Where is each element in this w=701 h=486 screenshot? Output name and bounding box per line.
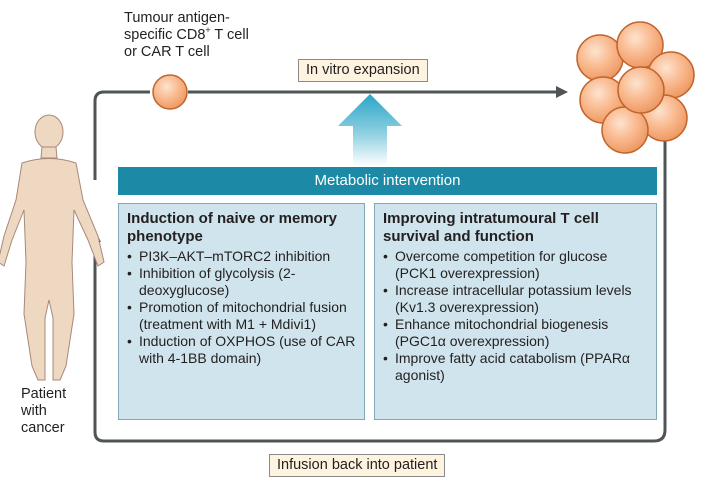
feedback-loop-line (93, 90, 667, 443)
t-cell-label-suffix: T cell (210, 27, 249, 43)
list-item: Overcome competition for glucose (PCK1 o… (383, 248, 648, 282)
list-item: Increase intracellular potassium levels … (383, 282, 648, 316)
intratumoural-survival-panel: Improving intratumoural T cell survival … (374, 203, 657, 420)
expanded-t-cell (601, 106, 649, 154)
expanded-t-cell (576, 34, 624, 82)
intervention-list: Overcome competition for glucose (PCK1 o… (383, 248, 648, 384)
patient-label-line: with (21, 403, 47, 419)
list-item: Improve fatty acid catabolism (PPARα ago… (383, 350, 648, 384)
list-item: PI3K–AKT–mTORC2 inhibition (127, 248, 356, 265)
expanded-t-cell (617, 66, 665, 114)
infusion-back-label: Infusion back into patient (269, 454, 446, 477)
patient-label: Patient with cancer (21, 386, 91, 437)
list-item: Promotion of mitochondrial fusion (treat… (127, 299, 356, 333)
panel-title: Improving intratumoural T cell survival … (383, 210, 599, 245)
single-t-cell (152, 74, 188, 110)
list-item: Induction of OXPHOS (use of CAR with 4-1… (127, 333, 356, 367)
t-cell-label-text: specific CD8 (124, 27, 206, 43)
patient-figure (0, 114, 105, 381)
expansion-arrowhead (556, 86, 568, 98)
list-item: Inhibition of glycolysis (2-deoxyglucose… (127, 265, 356, 299)
in-vitro-expansion-label: In vitro expansion (298, 59, 428, 82)
intervention-list: PI3K–AKT–mTORC2 inhibition Inhibition of… (127, 248, 356, 367)
patient-label-line: Patient (21, 386, 67, 402)
intervention-up-arrow (338, 94, 402, 166)
patient-label-line: cancer (21, 420, 65, 436)
expanded-cell-cluster (576, 21, 695, 154)
panel-title: Induction of naive or memory phenotype (127, 210, 338, 245)
t-cell-label-line3: or CAR T cell (124, 44, 210, 60)
naive-memory-panel: Induction of naive or memory phenotype P… (118, 203, 365, 420)
metabolic-intervention-bar: Metabolic intervention (118, 167, 657, 195)
t-cell-label-line1: Tumour antigen- (124, 10, 230, 26)
list-item: Enhance mitochondrial biogenesis (PGC1α … (383, 316, 648, 350)
t-cell-label-line2: specific CD8+ T cell (124, 25, 294, 44)
t-cell-label: Tumour antigen- specific CD8+ T cell or … (124, 10, 294, 61)
cd8-plus-superscript: + (205, 25, 211, 36)
